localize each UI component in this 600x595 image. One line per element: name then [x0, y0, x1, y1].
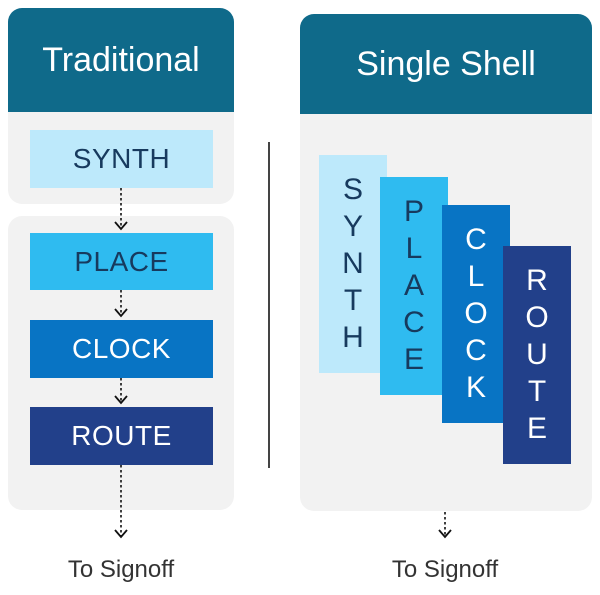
traditional-stage-route: ROUTE	[30, 407, 213, 465]
single-shell-stage-synth-letter: H	[342, 321, 364, 354]
single-shell-stage-route-letter: E	[526, 412, 547, 445]
single-shell-stage-synth-letter: Y	[342, 210, 363, 243]
single-shell-stage-place-letter: C	[403, 306, 425, 339]
traditional-output-label: To Signoff	[67, 556, 175, 583]
single-shell-stage-place-letter: P	[403, 195, 424, 228]
traditional-stage-synth: SYNTH	[30, 130, 213, 188]
single-shell-stage-synth-letter: N	[342, 247, 364, 280]
single-shell-stage-place-letter: A	[403, 269, 424, 302]
traditional-stage-clock-label: CLOCK	[72, 333, 171, 364]
traditional-stage-route-label: ROUTE	[71, 420, 172, 451]
traditional-stage-synth-label: SYNTH	[72, 143, 171, 174]
single-shell-stage-clock-letter: C	[465, 334, 487, 367]
single-shell-stage-route-letter: T	[527, 375, 547, 408]
single-shell-stage-clock-letter: L	[467, 260, 485, 293]
single-shell-stage-clock-letter: O	[464, 297, 488, 330]
single-shell-stage-place-letter: L	[405, 232, 423, 265]
arrowhead-single-shell-to-signoff-icon	[438, 529, 452, 539]
traditional-header: Traditional	[8, 8, 234, 112]
panel-divider	[268, 142, 270, 468]
single-shell-stage-synth-letter: S	[342, 173, 363, 206]
single-shell-stage-route-letter: U	[526, 338, 548, 371]
traditional-stage-place-label: PLACE	[74, 245, 169, 277]
single-shell-header: Single Shell	[300, 14, 592, 114]
single-shell-stage-route-letter: O	[525, 301, 549, 334]
traditional-stage-clock: CLOCK	[30, 320, 213, 378]
traditional-stage-place: PLACE	[30, 233, 213, 290]
single-shell-output-label: To Signoff	[391, 556, 499, 583]
single-shell-stage-synth-letter: T	[343, 284, 363, 317]
single-shell-stage-place-letter: E	[403, 343, 424, 376]
single-shell-stage-clock-letter: K	[465, 371, 486, 404]
single-shell-title: Single Shell	[356, 44, 536, 83]
single-shell-stage-clock-letter: C	[465, 223, 487, 256]
traditional-title: Traditional	[42, 40, 200, 79]
single-shell-stage-route-letter: R	[526, 264, 548, 297]
arrowhead-route-to-signoff-icon	[114, 529, 128, 539]
